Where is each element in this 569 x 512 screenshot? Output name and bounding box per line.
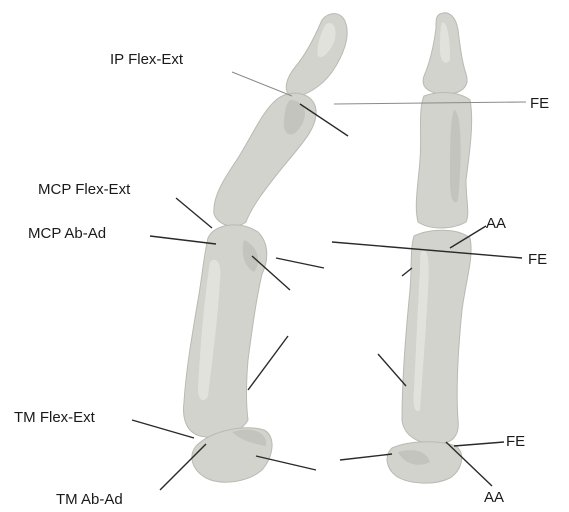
mcp-axis-b: [276, 258, 324, 268]
right-proximal-phalanx: [416, 93, 471, 228]
label-tm-flex-ext: TM Flex-Ext: [14, 410, 95, 425]
mcp-flex-ext-leader: [176, 198, 212, 228]
label-aa-mid: AA: [486, 216, 506, 231]
ip-flex-ext-leader: [232, 72, 292, 96]
label-mcp-flex-ext: MCP Flex-Ext: [38, 182, 130, 197]
right-metacarpal: [402, 230, 471, 444]
right-metacarpal-axis: [378, 354, 406, 386]
fe-bottom-leader: [454, 442, 504, 446]
label-ip-flex-ext: IP Flex-Ext: [110, 52, 183, 67]
label-fe-bottom: FE: [506, 434, 525, 449]
label-aa-bottom: AA: [484, 490, 504, 505]
label-fe-top: FE: [530, 96, 549, 111]
fe-bottom-axis: [340, 454, 392, 460]
mcp-ab-ad-leader: [150, 236, 216, 244]
label-fe-mid: FE: [528, 252, 547, 267]
label-tm-ab-ad: TM Ab-Ad: [56, 492, 123, 507]
metacarpal-axis: [248, 336, 288, 390]
label-mcp-ab-ad: MCP Ab-Ad: [28, 226, 106, 241]
left-thumb-view: [184, 14, 348, 483]
left-distal-phalanx: [286, 14, 347, 97]
tm-flex-ext-leader: [132, 420, 194, 438]
